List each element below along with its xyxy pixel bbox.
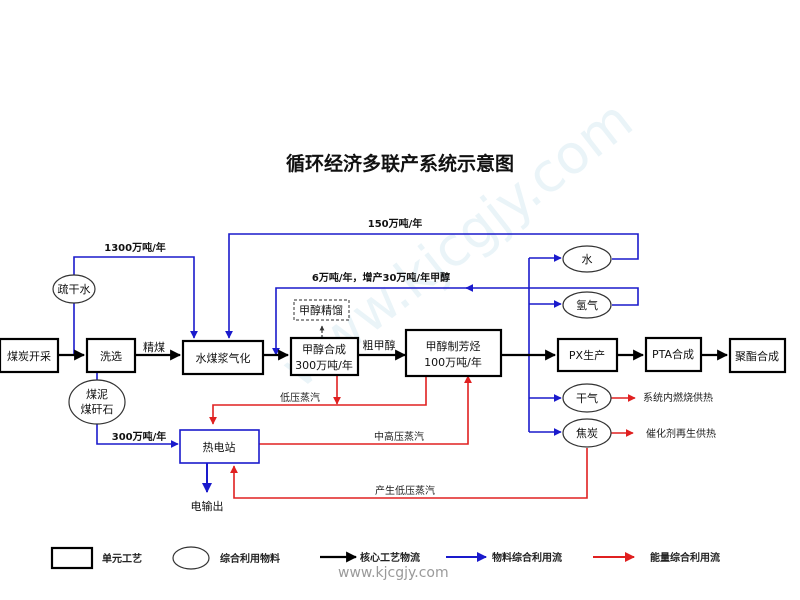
legend-energy-flow-label: 能量综合利用流 [650, 551, 720, 564]
legend-core-flow-label: 核心工艺物流 [360, 551, 420, 564]
legend-unit-swatch [50, 546, 94, 570]
watermark: www.kjcgjy.com [338, 565, 449, 581]
unit-pta-label: PTA合成 [652, 347, 694, 361]
legend-unit: 单元工艺 [50, 546, 142, 570]
legend-material-flow: 物料综合利用流 [446, 551, 562, 564]
legend-unit-label: 单元工艺 [102, 552, 142, 565]
unit-methanol-synthesis-capacity: 300万吨/年 [295, 358, 353, 372]
material-coke-label: 焦炭 [576, 427, 598, 440]
unit-methanol-synthesis-name: 甲醇合成 [302, 342, 346, 356]
unit-power-plant: 热电站 [179, 429, 260, 464]
flow-slime [96, 372, 179, 448]
unit-polyester: 聚酯合成 [728, 337, 787, 374]
legend-material: 综合利用物料 [172, 546, 280, 570]
legend: 单元工艺 综合利用物料 核心工艺物流 物料综合利用流 能量综合利用流 [50, 546, 720, 570]
material-water-label: 水 [582, 253, 593, 266]
flow-low-pressure-steam [209, 373, 427, 425]
flow-drain-water [73, 256, 198, 355]
unit-methanol-to-aromatics: 甲醇制芳烃 100万吨/年 [404, 328, 503, 378]
unit-gasification: 水煤浆气化 [181, 339, 265, 376]
unit-mta-capacity: 100万吨/年 [424, 355, 482, 369]
unit-pta: PTA合成 [644, 336, 703, 373]
material-coke: 焦炭 [562, 418, 612, 448]
label-catalyst-heat: 催化剂再生供热 [646, 427, 716, 440]
material-hydrogen: 氢气 [562, 291, 612, 319]
material-drain-water-label: 疏干水 [58, 282, 91, 296]
label-flow-1300: 1300万吨/年 [104, 241, 165, 254]
unit-coal-mining: 煤炭开采 [0, 337, 60, 374]
label-generated-steam: 产生低压蒸汽 [375, 484, 435, 497]
label-flow-6: 6万吨/年，增产30万吨/年甲醇 [312, 271, 450, 284]
unit-polyester-label: 聚酯合成 [735, 349, 779, 363]
label-mid-high-pressure-steam: 中高压蒸汽 [374, 430, 424, 443]
label-flow-300: 300万吨/年 [112, 430, 167, 443]
unit-methanol-synthesis: 甲醇合成 300万吨/年 [289, 336, 360, 377]
flow-generated-steam [230, 448, 588, 499]
unit-washing: 洗选 [85, 337, 137, 374]
unit-power-plant-label: 热电站 [203, 440, 236, 454]
label-flow-150: 150万吨/年 [368, 217, 423, 230]
material-dry-gas: 干气 [562, 383, 612, 413]
flow-water-recycle [225, 233, 639, 339]
unit-methanol-distillation: 甲醇精馏 [293, 299, 350, 321]
legend-material-flow-label: 物料综合利用流 [492, 551, 562, 564]
material-hydrogen-label: 氢气 [576, 298, 598, 312]
flow-byproduct-distribution [528, 254, 562, 436]
label-combustion-heat: 系统内燃烧供热 [643, 391, 713, 404]
flow-hydrogen-recycle [272, 284, 639, 356]
legend-energy-flow: 能量综合利用流 [593, 551, 720, 564]
diagram-title: 循环经济多联产系统示意图 [286, 152, 514, 175]
label-power-output: 电输出 [191, 499, 224, 513]
unit-mta-name: 甲醇制芳烃 [426, 339, 481, 353]
legend-core-flow: 核心工艺物流 [320, 551, 420, 564]
material-dry-gas-label: 干气 [576, 391, 598, 405]
unit-washing-label: 洗选 [100, 350, 122, 363]
material-slime-label-1: 煤泥 [86, 388, 108, 401]
flow-mid-high-pressure-steam [259, 375, 472, 445]
material-slime: 煤泥 煤矸石 [68, 379, 126, 425]
legend-material-label: 综合利用物料 [220, 552, 280, 565]
unit-coal-mining-label: 煤炭开采 [7, 350, 51, 363]
material-slime-label-2: 煤矸石 [81, 403, 114, 416]
legend-material-swatch [172, 546, 210, 570]
label-low-pressure-steam: 低压蒸汽 [280, 391, 320, 404]
material-drain-water: 疏干水 [52, 274, 96, 304]
unit-gasification-label: 水煤浆气化 [196, 351, 251, 365]
unit-px: PX生产 [556, 337, 619, 373]
unit-methanol-distillation-label: 甲醇精馏 [299, 303, 343, 317]
label-crude-methanol: 粗甲醇 [363, 338, 396, 352]
material-water: 水 [562, 245, 612, 273]
label-clean-coal: 精煤 [143, 341, 165, 354]
unit-px-label: PX生产 [569, 348, 605, 362]
